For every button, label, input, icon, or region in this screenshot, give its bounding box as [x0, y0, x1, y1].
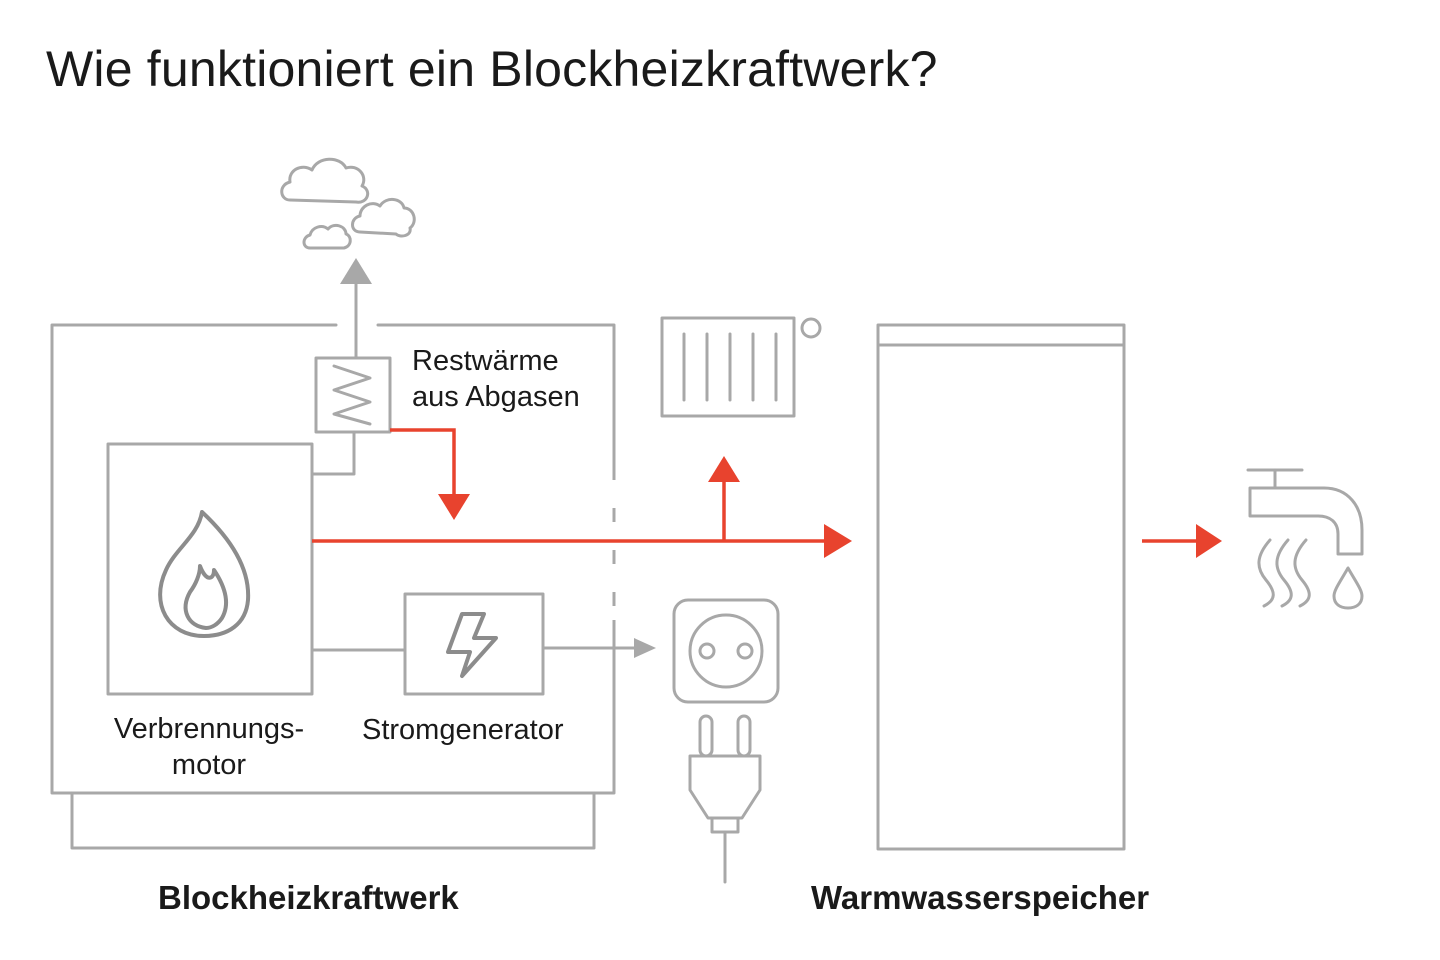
label-generator: Stromgenerator: [362, 714, 564, 746]
electricity-arrow: [634, 638, 656, 658]
generator: [403, 592, 545, 696]
heat-flow: [312, 428, 1222, 558]
combustion-engine: [106, 442, 314, 696]
bhkw-housing: [50, 323, 617, 850]
heat-exchanger-icon: [314, 356, 392, 434]
page-title: Wie funktioniert ein Blockheizkraftwerk?: [46, 41, 938, 97]
power-plug-icon: [688, 714, 762, 884]
water-tap-icon: [1246, 468, 1364, 556]
label-combustion-engine: Verbrennungs- motor: [113, 713, 305, 781]
cloud-icon: [280, 157, 416, 250]
radiator-icon: [660, 316, 822, 418]
flame-icon: [158, 510, 251, 638]
label-restwaerme: Restwärme aus Abgasen: [412, 345, 580, 413]
label-speicher: Warmwasserspeicher: [811, 879, 1150, 916]
exhaust-arrow: [340, 258, 372, 284]
lightning-icon: [446, 612, 498, 678]
steam-icon: [1257, 538, 1311, 608]
power-socket-icon: [672, 598, 780, 704]
label-bhkw: Blockheizkraftwerk: [158, 879, 459, 916]
hot-water-tank: [876, 323, 1126, 851]
water-drop-icon: [1332, 566, 1364, 610]
